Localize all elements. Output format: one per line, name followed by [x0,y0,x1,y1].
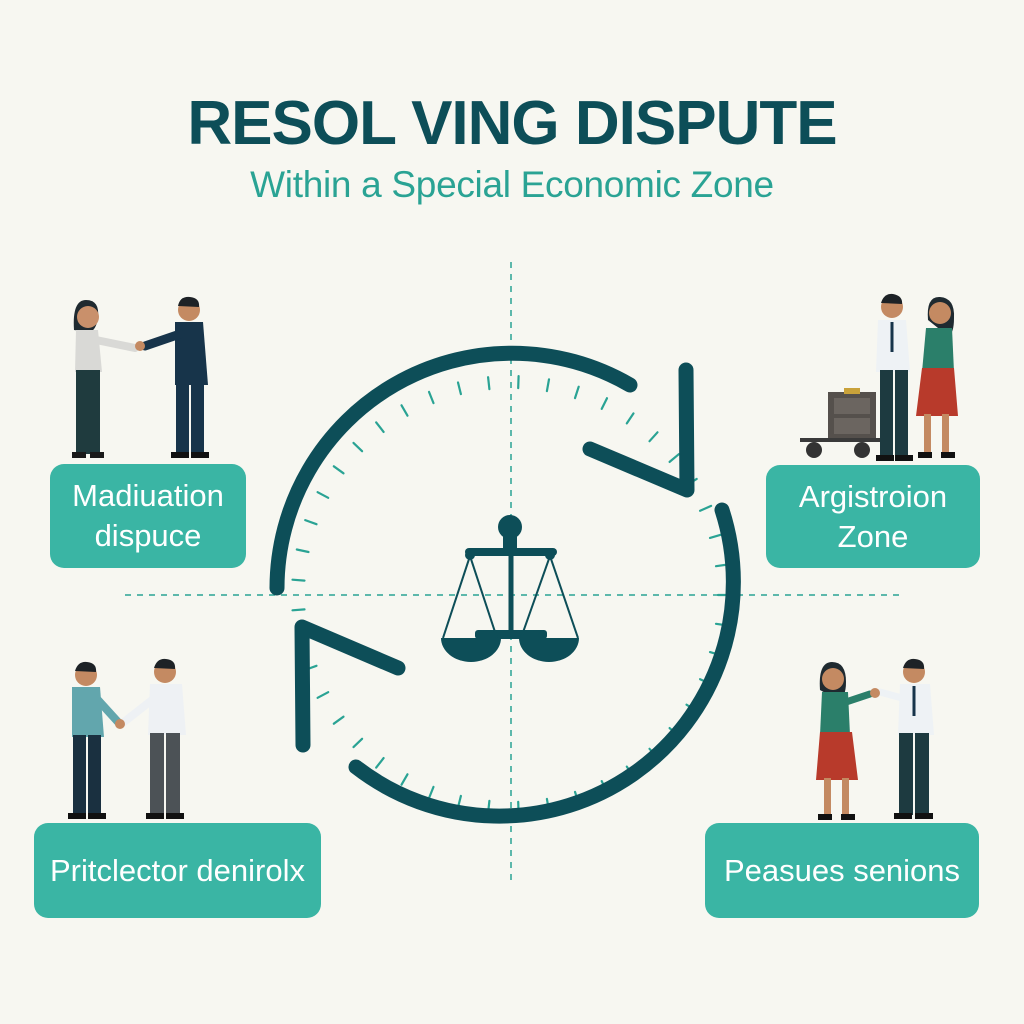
woman-figure [72,300,139,458]
tick-mark [456,381,462,396]
woman-figure [816,662,874,820]
tick-mark [332,715,345,725]
label-box-arbitration: Argistroion Zone [766,465,980,568]
handshake-illustration-top-left [72,296,209,458]
tick-mark [648,431,659,443]
label-line-2: dispuce [94,518,202,553]
tick-mark [545,378,551,393]
couple-with-cart-illustration-top-right [800,293,958,461]
cycle-arrows [269,345,741,824]
man-figure [876,293,913,461]
man-figure [68,661,122,819]
label-box-mediation: Madiuation dispuce [50,464,246,568]
tick-mark [352,737,364,749]
tick-mark [625,412,635,425]
man-figure [876,658,934,819]
tick-mark [698,504,713,512]
label-line-2: Zone [837,518,909,554]
arrowhead-bottom-left [294,619,406,753]
cycle-arrow-top [269,345,638,596]
tick-mark [291,578,306,582]
man-figure [140,296,209,458]
tick-mark [332,465,345,475]
tick-mark [316,691,330,699]
balance-scale-icon [441,515,579,662]
label-line-1: Peasues senions [723,852,961,888]
tick-mark [427,390,435,405]
cycle-arrow-right [348,502,741,824]
tick-mark [291,608,306,612]
label-box-protection: Pritclector denirolx [34,823,321,918]
diagram-title: RESOL VING DISPUTE [187,89,837,158]
tick-mark [375,421,385,433]
label-line-1: Madiuation [72,478,224,513]
tick-mark [295,548,310,554]
file-cart [800,388,880,458]
label-line-1: Pritclector denirolx [50,852,305,888]
label-line-1: Argistroion [798,478,948,514]
tick-mark [375,756,385,769]
tick-mark [316,491,330,499]
tick-mark [400,773,409,786]
arrowhead-top-right [582,362,695,498]
tick-mark [427,785,435,800]
tick-mark [708,533,723,540]
label-box-sessions: Peasues senions [705,823,979,918]
tick-mark [573,385,580,400]
handshake-illustration-bottom-left [68,658,186,819]
tick-mark [352,441,364,453]
man-figure [120,658,186,819]
tick-mark [600,397,609,410]
tick-mark [668,453,680,463]
diagram-subtitle: Within a Special Economic Zone [250,164,774,205]
tick-mark [400,404,409,417]
meeting-illustration-bottom-right [816,658,934,820]
woman-figure [916,296,958,458]
tick-mark [487,376,491,391]
tick-mark [304,518,318,526]
crosshair-guides [125,262,905,880]
